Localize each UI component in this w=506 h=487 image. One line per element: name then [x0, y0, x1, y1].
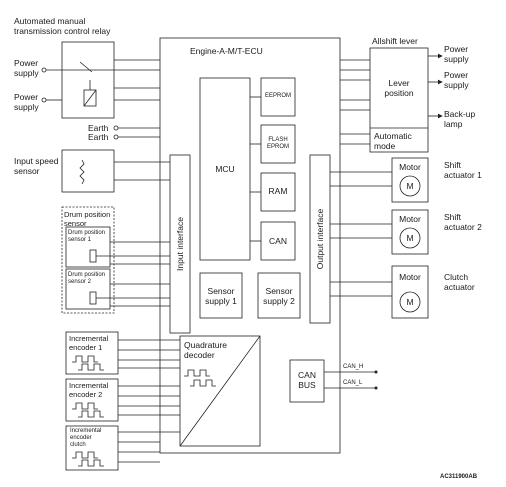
backup-lamp-label: Back-up lamp [444, 109, 476, 129]
input-interface-label: Input interface [175, 217, 185, 271]
encoder-2-label: Incremental encoder 2 [69, 381, 109, 399]
shift-actuator-1-label: Shift actuator 1 [444, 160, 482, 180]
can-bus-label: CAN BUS [298, 370, 316, 390]
mcu-label: MCU [215, 164, 235, 174]
can-l-label: CAN_L [343, 380, 363, 386]
motor-2-m: M [406, 233, 414, 243]
input-speed-label: Input speed sensor [14, 156, 59, 176]
lever-position-label: Lever position [384, 78, 414, 98]
drum-sensor-2-label: Drum position sensor 2 [68, 272, 106, 285]
figure-code: AC311900AB [440, 474, 478, 480]
ram-label: RAM [268, 186, 288, 196]
quadrature-label: Quadrature decoder [184, 340, 227, 360]
encoder-2-box [65, 378, 119, 422]
motor-2-box [391, 209, 429, 255]
ecu-title: Engine-A-M/T-ECU [190, 46, 263, 56]
shift-actuator-2-label: Shift actuator 2 [444, 212, 482, 232]
quadrature-box [179, 335, 261, 447]
encoder-clutch-box [65, 425, 119, 471]
relay-title: Automated manual transmission control re… [14, 16, 111, 36]
can-label: CAN [269, 236, 287, 246]
allshift-label: Allshift lever [372, 36, 418, 46]
sensor-supply-2-box [257, 272, 301, 319]
earth-2-label: Earth [88, 132, 109, 142]
sensor-supply-2-label: Sensor supply 2 [263, 286, 295, 306]
output-interface-label: Output interface [315, 208, 325, 270]
ecu-box [159, 37, 341, 454]
drum-title: Drum position sensor [64, 210, 111, 228]
input-interface-box [169, 154, 191, 334]
motor-1-label: Motor [399, 162, 421, 172]
mcu-box [199, 77, 251, 261]
eeprom-label: EEPROM [264, 93, 291, 99]
encoder-1-label: Incremental encoder 1 [69, 334, 109, 352]
can-h-label: CAN_H [343, 364, 364, 370]
motor-1-m: M [406, 181, 414, 191]
motor-3-box [391, 265, 429, 319]
power-supply-right-1: Power supply [444, 44, 469, 64]
drum-sensor-2-box [65, 268, 111, 310]
power-supply-right-2: Power supply [444, 70, 469, 90]
can-bus-box [289, 359, 325, 403]
earth-1-label: Earth [88, 123, 109, 133]
automatic-mode-label: Automatic mode [374, 131, 412, 151]
relay-box [61, 41, 115, 119]
output-interface-box [309, 154, 331, 324]
sensor-supply-1-label: Sensor supply 1 [205, 286, 237, 306]
sensor-supply-1-box [199, 272, 243, 319]
motor-3-label: Motor [399, 272, 421, 282]
drum-sensor-1-label: Drum position sensor 1 [68, 230, 106, 243]
encoder-clutch-label: Incremental encoder clutch [70, 428, 102, 448]
input-speed-box [61, 149, 115, 193]
power-supply-left-2: Power supply [14, 92, 39, 112]
motor-3-m: M [406, 297, 414, 307]
clutch-actuator-label: Clutch actuator [444, 272, 475, 292]
drum-sensor-1-box [65, 226, 111, 268]
power-supply-left-1: Power supply [14, 58, 39, 78]
flash-label: FLASH EPROM [266, 137, 289, 150]
encoder-1-box [65, 331, 119, 375]
motor-2-label: Motor [399, 214, 421, 224]
motor-1-box [391, 157, 429, 203]
drum-box [61, 206, 115, 314]
